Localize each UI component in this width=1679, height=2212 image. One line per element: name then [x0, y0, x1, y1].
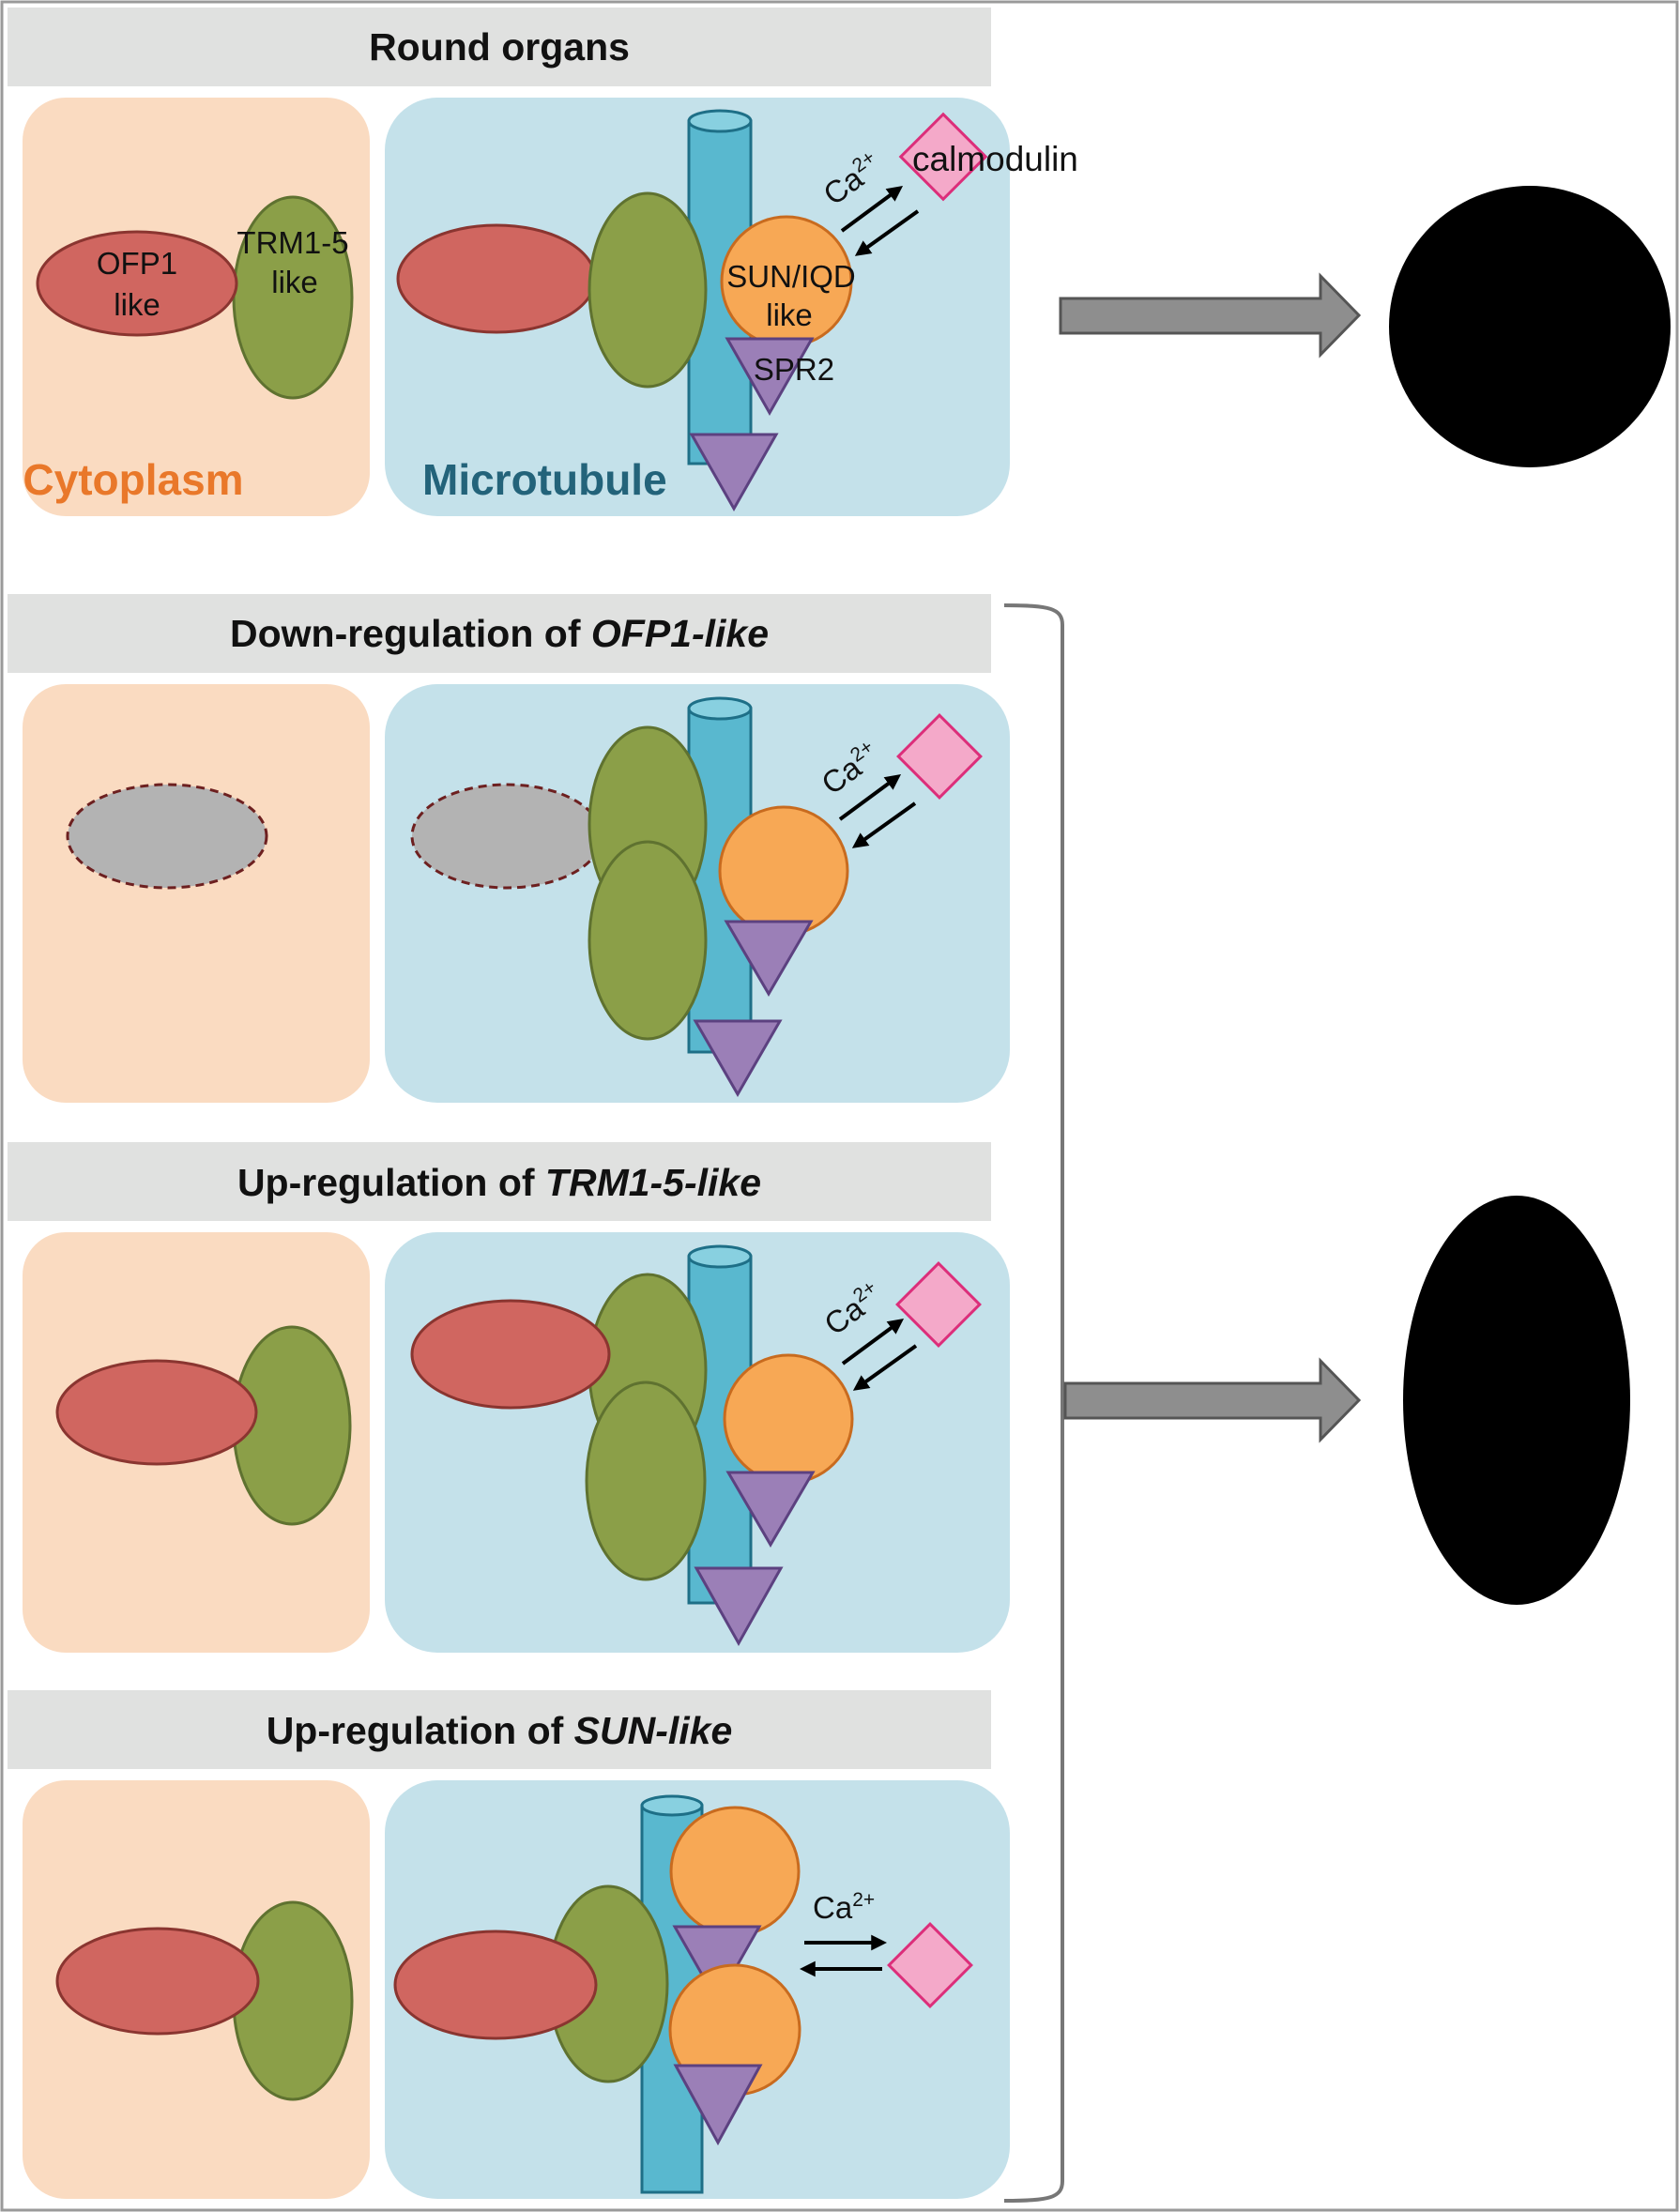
microtubule-label: Microtubule — [422, 455, 667, 504]
sun-iqd-like-label-2: like — [766, 297, 813, 332]
ofp1-like-protein — [36, 230, 238, 337]
calcium-release-arrow — [851, 801, 917, 848]
calmodulin-protein — [887, 1922, 973, 2008]
spr2-label: SPR2 — [754, 352, 834, 387]
spr2-protein — [673, 2064, 763, 2146]
outcome-arrow — [1063, 1357, 1362, 1443]
spr2-protein — [725, 1471, 816, 1548]
microtubule-rod-top — [687, 1244, 753, 1269]
spr2-protein — [693, 1019, 783, 1098]
spr2-protein — [724, 920, 814, 997]
elongated-organ-shape — [1403, 1196, 1630, 1605]
calcium-release-arrow — [854, 209, 920, 256]
spr2-protein — [694, 1566, 784, 1647]
panel-header-bg — [8, 1142, 991, 1221]
ofp1-like-downregulated — [66, 783, 268, 890]
cytoplasm-region — [23, 684, 370, 1103]
microtubule-rod-top — [687, 109, 753, 133]
trm1-5-like-protein — [588, 840, 708, 1041]
panel-ofp1-downregulation: Down-regulation of OFP1-like Ca2+ — [8, 594, 1010, 1103]
sun-iqd-like-protein — [718, 805, 849, 937]
panel-header-bg — [8, 1690, 991, 1769]
ofp1-like-label: OFP1 — [97, 246, 177, 281]
panel-trm-upregulation: Up-regulation of TRM1-5-like Ca2+ — [8, 1142, 1010, 1653]
panel-sun-upregulation: Up-regulation of SUN-like Ca2+ — [8, 1690, 1010, 2199]
calcium-release-arrow — [852, 1344, 918, 1391]
ofp1-like-protein — [55, 1927, 260, 2036]
round-organ-shape — [1389, 186, 1671, 467]
microtubule-rod-top — [687, 696, 753, 721]
bracket — [1003, 603, 1064, 2203]
panel-round-organs: Round organs OFP1 like TRM1-5 like Cytop… — [8, 8, 1671, 516]
calcium-binding-arrow — [841, 1319, 905, 1365]
calmodulin-label: calmodulin — [912, 140, 1078, 178]
spr2-protein — [672, 1925, 762, 2005]
trm1-5-like-label-2: like — [271, 265, 318, 299]
spr2-protein — [725, 337, 815, 417]
ofp1-like-protein — [393, 1930, 598, 2040]
spr2-protein — [689, 433, 779, 512]
calmodulin-protein — [895, 1261, 982, 1348]
ofp1-like-protein — [396, 223, 597, 334]
panel-title: Up-regulation of TRM1-5-like — [237, 1161, 761, 1204]
calcium-binding-arrow — [838, 774, 902, 821]
ofp1-like-protein — [410, 1299, 611, 1410]
panel-header-bg — [8, 8, 991, 86]
ofp1-like-protein — [55, 1359, 258, 1466]
microtubule-rod-top — [640, 1794, 704, 1817]
calcium-ion-label: Ca2+ — [813, 1889, 875, 1925]
panel-title: Round organs — [369, 25, 630, 69]
panel-title: Up-regulation of SUN-like — [267, 1709, 733, 1752]
ofp1-like-downregulated — [410, 783, 603, 890]
ofp1-like-label-2: like — [114, 287, 160, 322]
panel-header-bg — [8, 594, 991, 673]
trm1-5-like-protein — [585, 1381, 707, 1581]
sun-iqd-like-protein — [723, 1353, 854, 1485]
trm1-5-like-label: TRM1-5 — [237, 225, 348, 260]
trm1-5-like-protein — [588, 191, 708, 389]
calmodulin-protein — [898, 112, 988, 202]
sun-iqd-like-protein — [669, 1806, 801, 1937]
cytoplasm-label: Cytoplasm — [23, 455, 243, 504]
panel-title: Down-regulation of OFP1-like — [230, 612, 769, 655]
calmodulin-protein — [896, 713, 983, 800]
outcome-arrow — [1059, 272, 1362, 358]
sun-iqd-like-label: SUN/IQD — [726, 259, 856, 294]
calcium-binding-arrow — [840, 186, 904, 233]
